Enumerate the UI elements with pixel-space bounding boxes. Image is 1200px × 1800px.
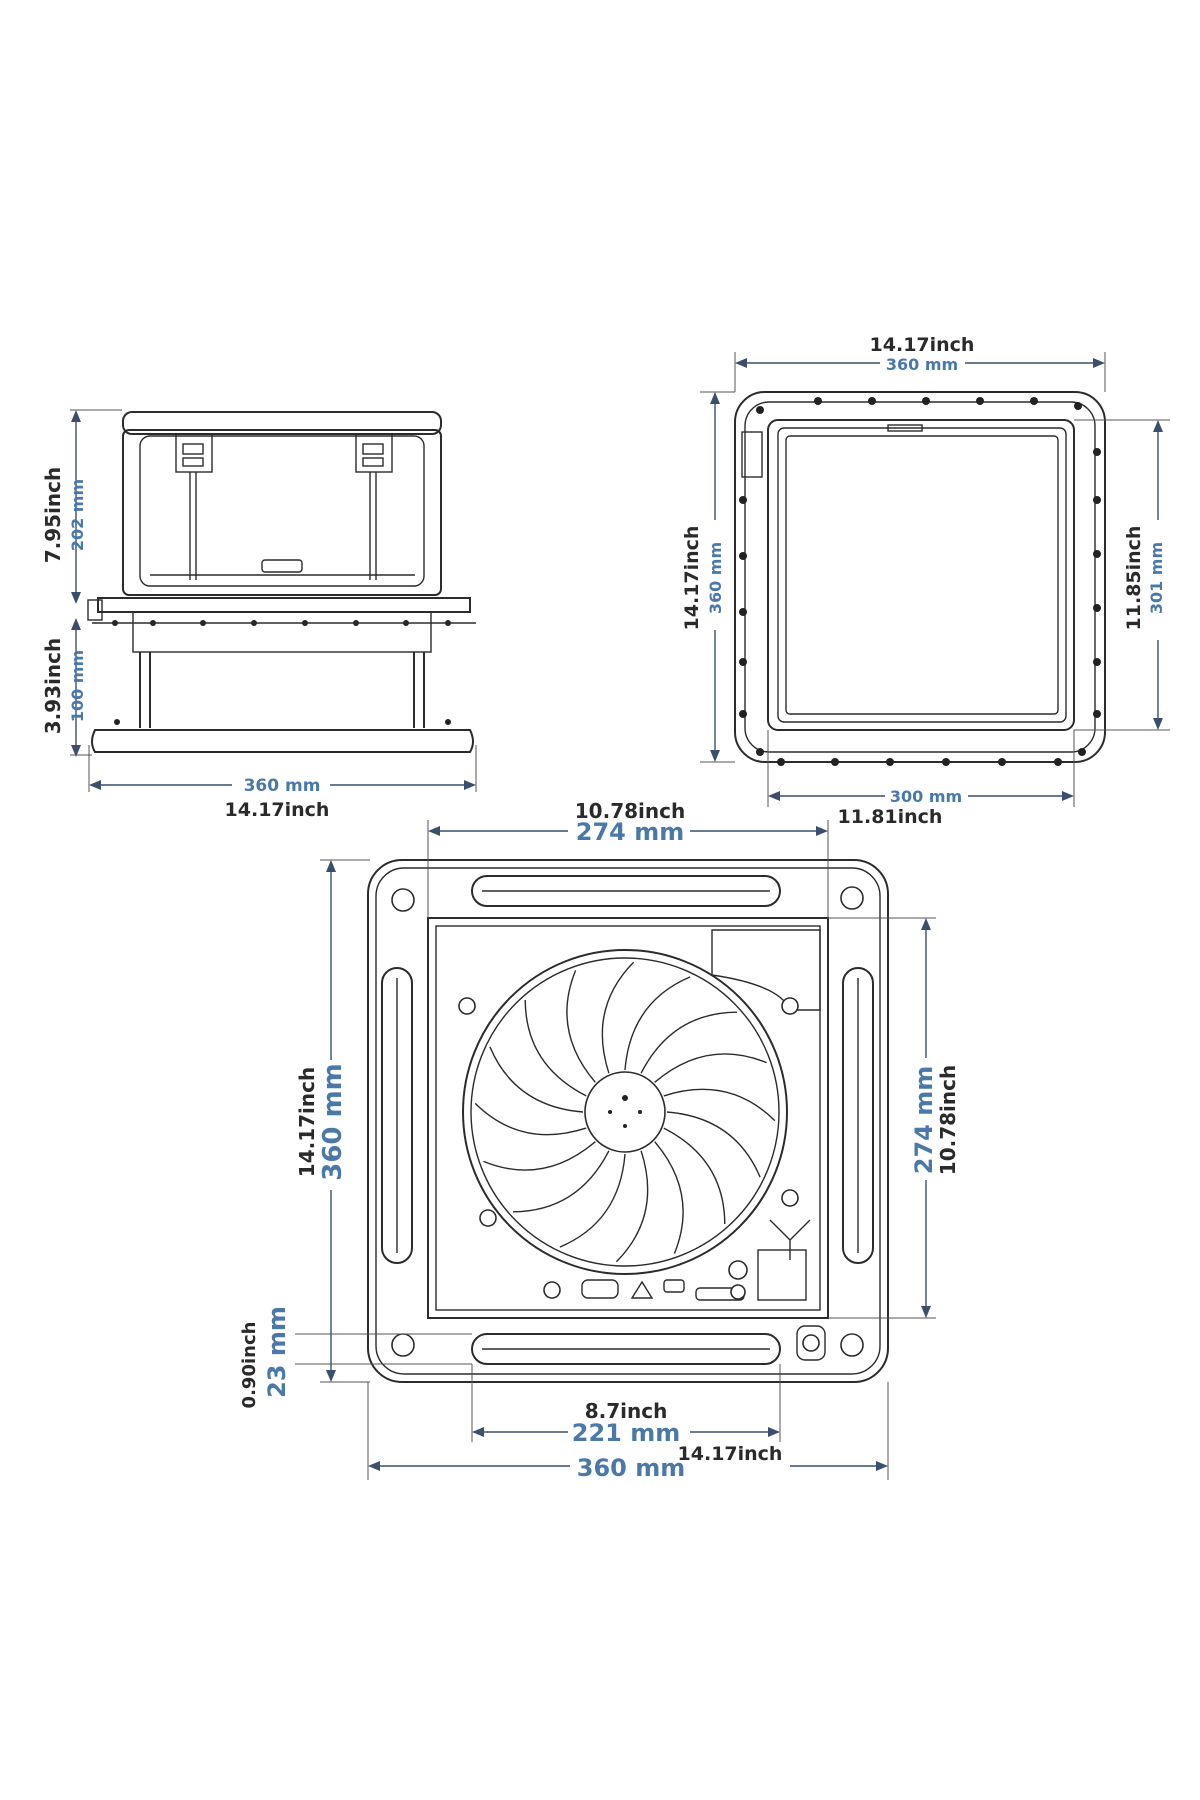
fan-blade: [601, 961, 635, 1074]
bottom-opening-width-mm: 274 mm: [576, 818, 684, 846]
vent-slot-left: [381, 967, 413, 1264]
side-width-mm: 360 mm: [244, 776, 321, 796]
hinge-right: [355, 433, 393, 580]
vent-slot-right: [842, 967, 874, 1264]
top-inner-width-inch: 11.81inch: [838, 806, 943, 828]
fan-blade: [474, 1102, 587, 1136]
top-width-inch: 14.17inch: [870, 334, 975, 356]
fan: [462, 949, 788, 1275]
power-button[interactable]: [796, 1325, 826, 1361]
bottom-vent-width-inch: 8.7inch: [585, 1399, 668, 1423]
fan-blade: [524, 999, 587, 1097]
fan-blade: [615, 1150, 649, 1263]
hinge-left: [175, 433, 213, 580]
bottom-opening-height-inch: 10.78inch: [936, 1065, 960, 1175]
fan-blade: [654, 1053, 767, 1083]
top-view: 14.17inch 360 mm 14.17inch 360 mm 11.85i…: [681, 334, 1170, 828]
bottom-opening-height-mm: 274 mm: [910, 1066, 938, 1174]
side-height-top-mm: 202 mm: [68, 479, 87, 551]
fan-blade: [512, 1150, 610, 1213]
fan-blade: [489, 1046, 584, 1113]
top-inner-height-mm: 301 mm: [1147, 542, 1166, 614]
bottom-width-inch: 14.17inch: [678, 1443, 783, 1465]
fan-blade: [566, 970, 596, 1083]
mounting-holes-top: [739, 397, 1101, 766]
fan-blade: [666, 1111, 761, 1178]
top-inner-height-inch: 11.85inch: [1123, 526, 1145, 631]
side-height-top-inch: 7.95inch: [41, 467, 65, 564]
fan-blade: [483, 1141, 596, 1171]
vent-slot-bottom: [471, 1333, 781, 1365]
side-height-bottom-inch: 3.93inch: [41, 638, 65, 735]
fan-blade: [654, 1141, 684, 1254]
fan-blade: [663, 1088, 776, 1122]
bottom-margin-inch: 0.90inch: [239, 1322, 260, 1409]
bottom-opening-width-inch: 10.78inch: [575, 799, 685, 823]
fan-blade: [624, 976, 691, 1071]
vent-slot-top: [471, 875, 781, 907]
top-width-mm: 360 mm: [886, 355, 958, 374]
side-view: 7.95inch 202 mm 3.93inch 100 mm 360 mm 1…: [41, 409, 477, 821]
side-width-inch: 14.17inch: [225, 799, 330, 821]
bottom-height-mm: 360 mm: [318, 1063, 348, 1181]
top-height-mm: 360 mm: [706, 542, 725, 614]
side-height-bottom-mm: 100 mm: [68, 650, 87, 722]
top-height-inch: 14.17inch: [681, 526, 703, 631]
fan-blade: [559, 1153, 626, 1248]
top-inner-width-mm: 300 mm: [890, 787, 962, 806]
bottom-view: 10.78inch 274 mm 14.17inch 360 mm 274 mm…: [239, 799, 960, 1482]
fan-blade: [640, 1011, 738, 1074]
bottom-height-inch: 14.17inch: [295, 1067, 319, 1177]
power-icon: [802, 1334, 820, 1352]
bottom-width-mm: 360 mm: [577, 1454, 685, 1482]
bottom-margin-mm: 23 mm: [263, 1306, 291, 1398]
fan-blade: [663, 1127, 726, 1225]
bottom-vent-width-mm: 221 mm: [572, 1419, 680, 1447]
control-panel: [543, 1219, 811, 1301]
